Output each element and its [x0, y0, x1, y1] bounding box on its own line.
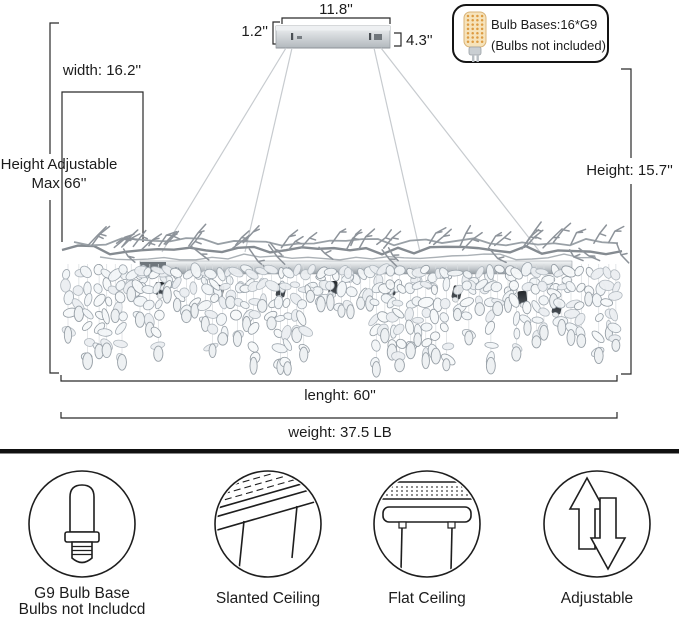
- feature-label-flat-ceiling: Flat Ceiling: [352, 590, 502, 607]
- slanted-ceiling-icon: [217, 473, 319, 571]
- feature-label-line: Bulbs not Includcd: [18, 601, 146, 617]
- feature-circle: [543, 470, 651, 578]
- bulb-info-text: Bulb Bases:16*G9 (Bulbs not included): [491, 15, 606, 57]
- canopy-width-label: 11.8'': [319, 1, 353, 18]
- canopy-height-label: 1.2'': [241, 23, 268, 40]
- adjustable-icon: [568, 476, 627, 571]
- section-divider: [0, 449, 679, 454]
- height-adjustable-dimension-line: [49, 22, 59, 374]
- ceiling-canopy: [275, 25, 391, 49]
- feature-label-g9-bulb-base: G9 Bulb Base Bulbs not Includcd: [7, 585, 157, 617]
- crystal-drops: [60, 261, 623, 378]
- feature-label-line: Slanted Ceiling: [215, 590, 321, 607]
- bulb-bases-text: Bulb Bases:16*G9: [491, 17, 598, 32]
- fixture-height-label: Height: 15.7'': [586, 162, 673, 179]
- feature-label-line: Adjustable: [560, 590, 634, 607]
- bulbs-not-included-text: (Bulbs not included): [491, 37, 606, 53]
- fixture-weight-label: weight: 37.5 LB: [288, 424, 392, 441]
- branch-arms: [61, 221, 630, 270]
- feature-circle: [373, 470, 481, 578]
- feature-circle: [214, 470, 322, 578]
- g9-bulb-base-icon: [64, 484, 100, 564]
- fixture-weight-dimension-line: [60, 412, 618, 419]
- feature-circle: [28, 470, 136, 578]
- flat-ceiling-icon: [376, 481, 478, 571]
- feature-label-line: G9 Bulb Base: [34, 585, 130, 602]
- height-adjustable-line1: Height Adjustable: [0, 156, 118, 173]
- canopy-width-dimension-line: [281, 17, 391, 24]
- bulb-info-box: Bulb Bases:16*G9 (Bulbs not included): [452, 4, 609, 63]
- fixture-length-dimension-line: [60, 375, 618, 382]
- fixture-width-dimension-line: [61, 91, 144, 242]
- height-adjustable-line2: Max 66'': [31, 174, 87, 192]
- canopy-screw: [291, 33, 294, 40]
- suspension-wires: [161, 47, 541, 253]
- feature-label-line: Flat Ceiling: [388, 590, 466, 607]
- canopy-side-label: 4.3'': [406, 32, 433, 49]
- feature-label-adjustable: Adjustable: [522, 590, 672, 607]
- g9-led-bulb-icon: [463, 11, 487, 62]
- canopy-screw: [369, 33, 372, 40]
- height-adjustable-label: Height Adjustable Max 66'': [0, 156, 118, 194]
- chandelier: [60, 221, 630, 378]
- dimension-lines: [49, 17, 632, 419]
- down-arrow: [589, 497, 627, 571]
- feature-label-slanted-ceiling: Slanted Ceiling: [193, 590, 343, 607]
- fixture-height-dimension-line: [621, 68, 632, 375]
- feature-icons: [28, 470, 651, 578]
- fixture-length-label: lenght: 60'': [304, 387, 376, 404]
- canopy-side-dimension-line: [394, 32, 402, 47]
- fixture-width-label: width: 16.2'': [62, 62, 142, 79]
